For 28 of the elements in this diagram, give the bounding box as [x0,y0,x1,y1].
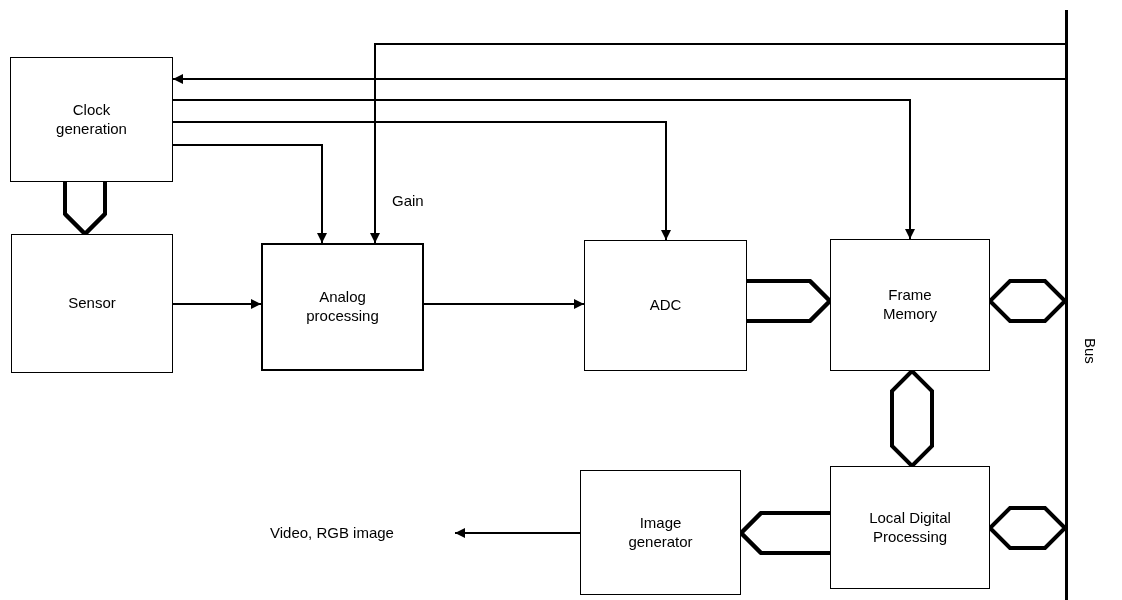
block-box [580,470,741,595]
arrow [172,121,671,241]
block-label: Clock generation [55,100,128,139]
block-label: Sensor [68,294,116,313]
arrow [172,74,1066,84]
arrow [172,144,327,244]
arrow [172,99,915,240]
block-label: Local Digital Processing [868,508,952,547]
block-box [830,466,990,589]
bus-label: Bus [1082,338,1099,364]
edge-label: Gain [390,192,426,209]
arrow [454,528,581,538]
block-label: Analog processing [305,288,380,326]
block-box [11,234,173,373]
block-label: Frame Memory [881,286,939,324]
block-label: ADC [649,296,682,315]
block-box [584,240,747,371]
block-box [10,57,173,182]
arrow [172,299,262,309]
arrow [423,299,585,309]
block-label: Image generator [627,513,694,552]
block-box [261,243,424,371]
arrow [370,43,1066,244]
output-label: Video, RGB image [270,522,455,544]
bus-arrow [987,506,1068,550]
bus-arrow [890,368,934,469]
bus-arrow [987,279,1068,323]
block-box [830,239,990,371]
